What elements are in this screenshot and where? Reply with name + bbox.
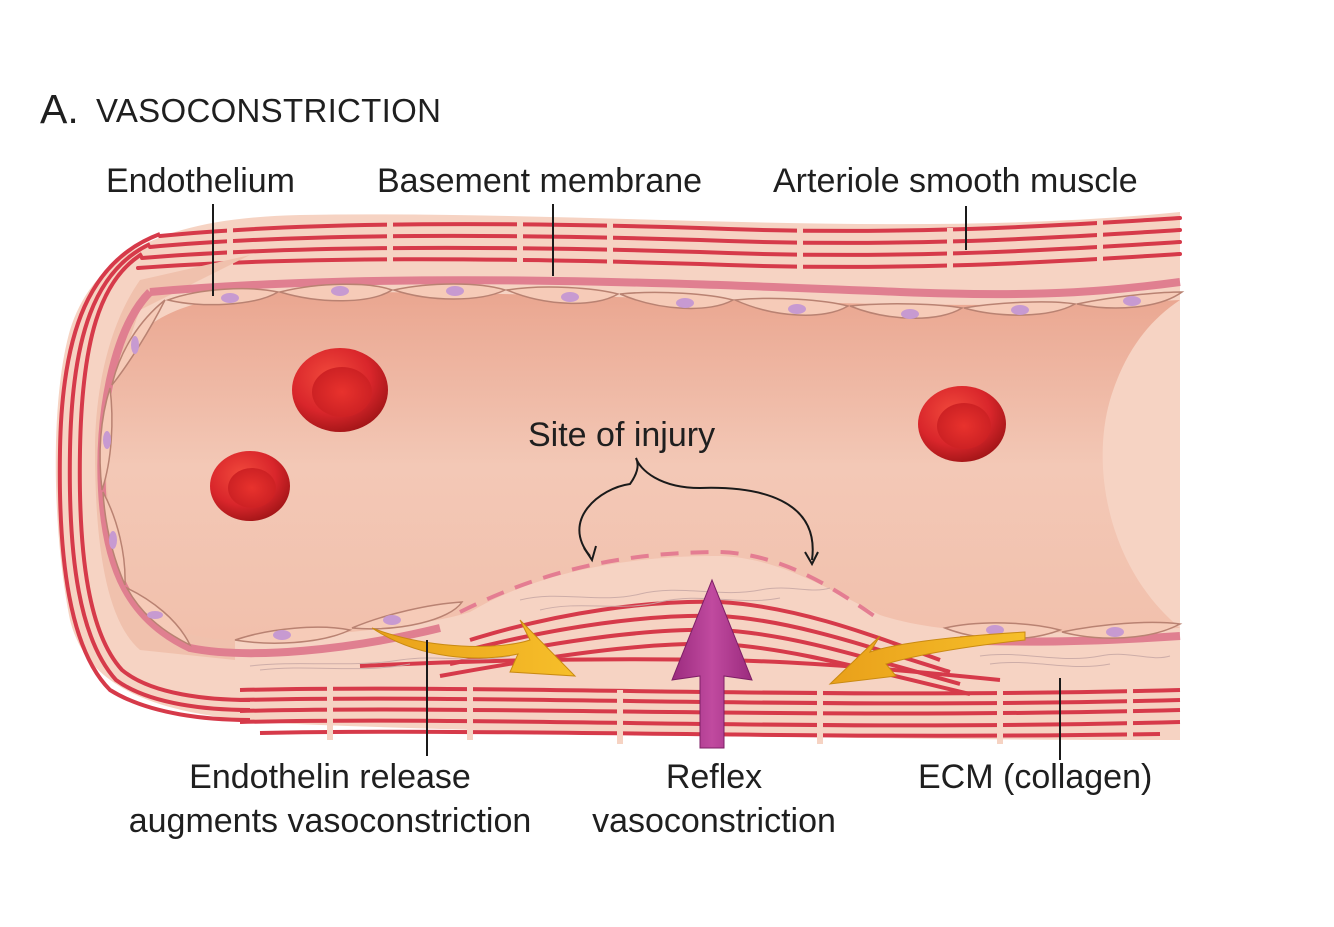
smooth-muscle-top bbox=[136, 216, 1182, 270]
stripe-breaks-bottom bbox=[327, 684, 1133, 744]
panel-letter: A. bbox=[40, 86, 79, 132]
site-of-injury-brace bbox=[578, 457, 814, 561]
brace-arrowhead-right bbox=[804, 551, 819, 567]
basement-membrane-bottom bbox=[97, 289, 441, 658]
endothelial-nuclei-left bbox=[103, 336, 163, 619]
label-endothelin-line2: augments vasoconstriction bbox=[128, 802, 532, 840]
panel-title: VASOCONSTRICTION bbox=[96, 92, 442, 129]
smooth-muscle-left bbox=[57, 232, 251, 722]
endothelial-nuclei-top bbox=[221, 286, 1141, 319]
label-endothelium: Endothelium bbox=[106, 162, 296, 200]
label-smooth-muscle: Arteriole smooth muscle bbox=[773, 162, 1138, 200]
red-blood-cell bbox=[918, 386, 1006, 462]
endothelial-cells-bottom bbox=[234, 601, 1183, 644]
ecm-collagen bbox=[249, 587, 1171, 671]
endothelial-nuclei-bottom bbox=[273, 615, 1124, 640]
label-ecm: ECM (collagen) bbox=[918, 758, 1153, 796]
injury-dashed-membrane bbox=[459, 549, 882, 622]
basement-membrane-top bbox=[149, 276, 1181, 299]
label-site-of-injury: Site of injury bbox=[528, 416, 716, 454]
red-blood-cell bbox=[210, 451, 290, 521]
label-basement-membrane: Basement membrane bbox=[377, 162, 703, 200]
label-reflex-line2: vasoconstriction bbox=[592, 802, 836, 840]
label-reflex-line1: Reflex bbox=[665, 758, 763, 796]
leader-lines bbox=[212, 204, 1061, 760]
endothelin-arrow-right bbox=[828, 631, 1026, 685]
red-blood-cell bbox=[292, 348, 388, 432]
smooth-muscle-bottom bbox=[239, 686, 1181, 738]
reflex-arrow bbox=[671, 578, 753, 749]
label-endothelin-line1: Endothelin release bbox=[189, 758, 471, 796]
brace-arrowhead-left bbox=[583, 545, 597, 563]
